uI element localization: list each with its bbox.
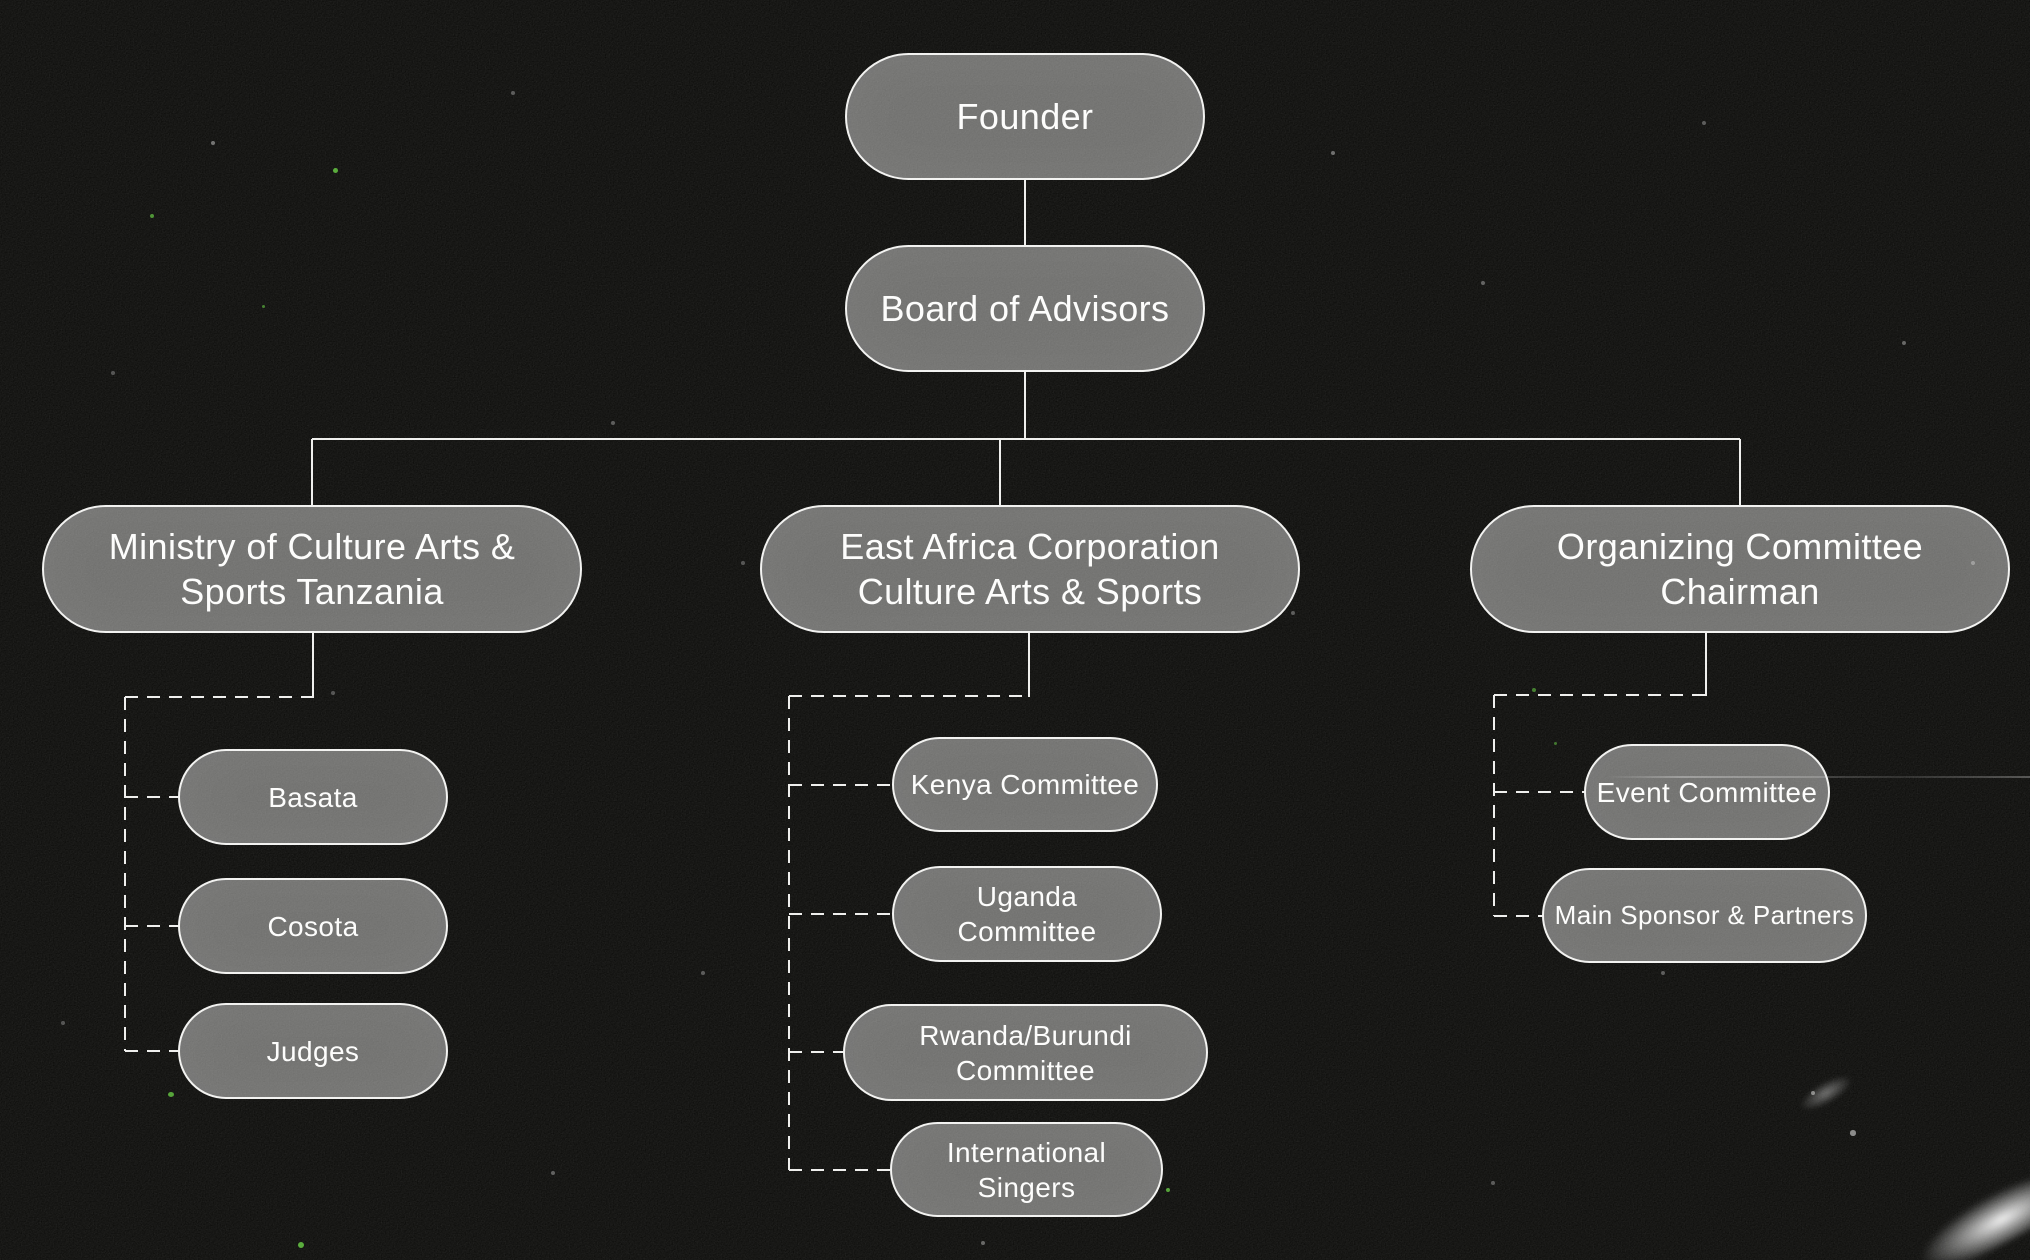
node-main-sponsor-partners: Main Sponsor & Partners — [1542, 868, 1867, 963]
node-basata: Basata — [178, 749, 448, 845]
node-uganda-committee: Uganda Committee — [892, 866, 1162, 962]
node-rwanda-burundi-committee: Rwanda/Burundi Committee — [843, 1004, 1208, 1101]
node-board-of-advisors: Board of Advisors — [845, 245, 1205, 372]
node-organizing-committee-chairman: Organizing Committee Chairman — [1470, 505, 2010, 633]
node-founder: Founder — [845, 53, 1205, 180]
node-cosota: Cosota — [178, 878, 448, 974]
node-kenya-committee: Kenya Committee — [892, 737, 1158, 832]
node-judges: Judges — [178, 1003, 448, 1099]
node-east-africa-corporation: East Africa Corporation Culture Arts & S… — [760, 505, 1300, 633]
node-ministry-culture-arts-sports: Ministry of Culture Arts & Sports Tanzan… — [42, 505, 582, 633]
node-international-singers: International Singers — [890, 1122, 1163, 1217]
node-event-committee: Event Committee — [1584, 744, 1830, 840]
